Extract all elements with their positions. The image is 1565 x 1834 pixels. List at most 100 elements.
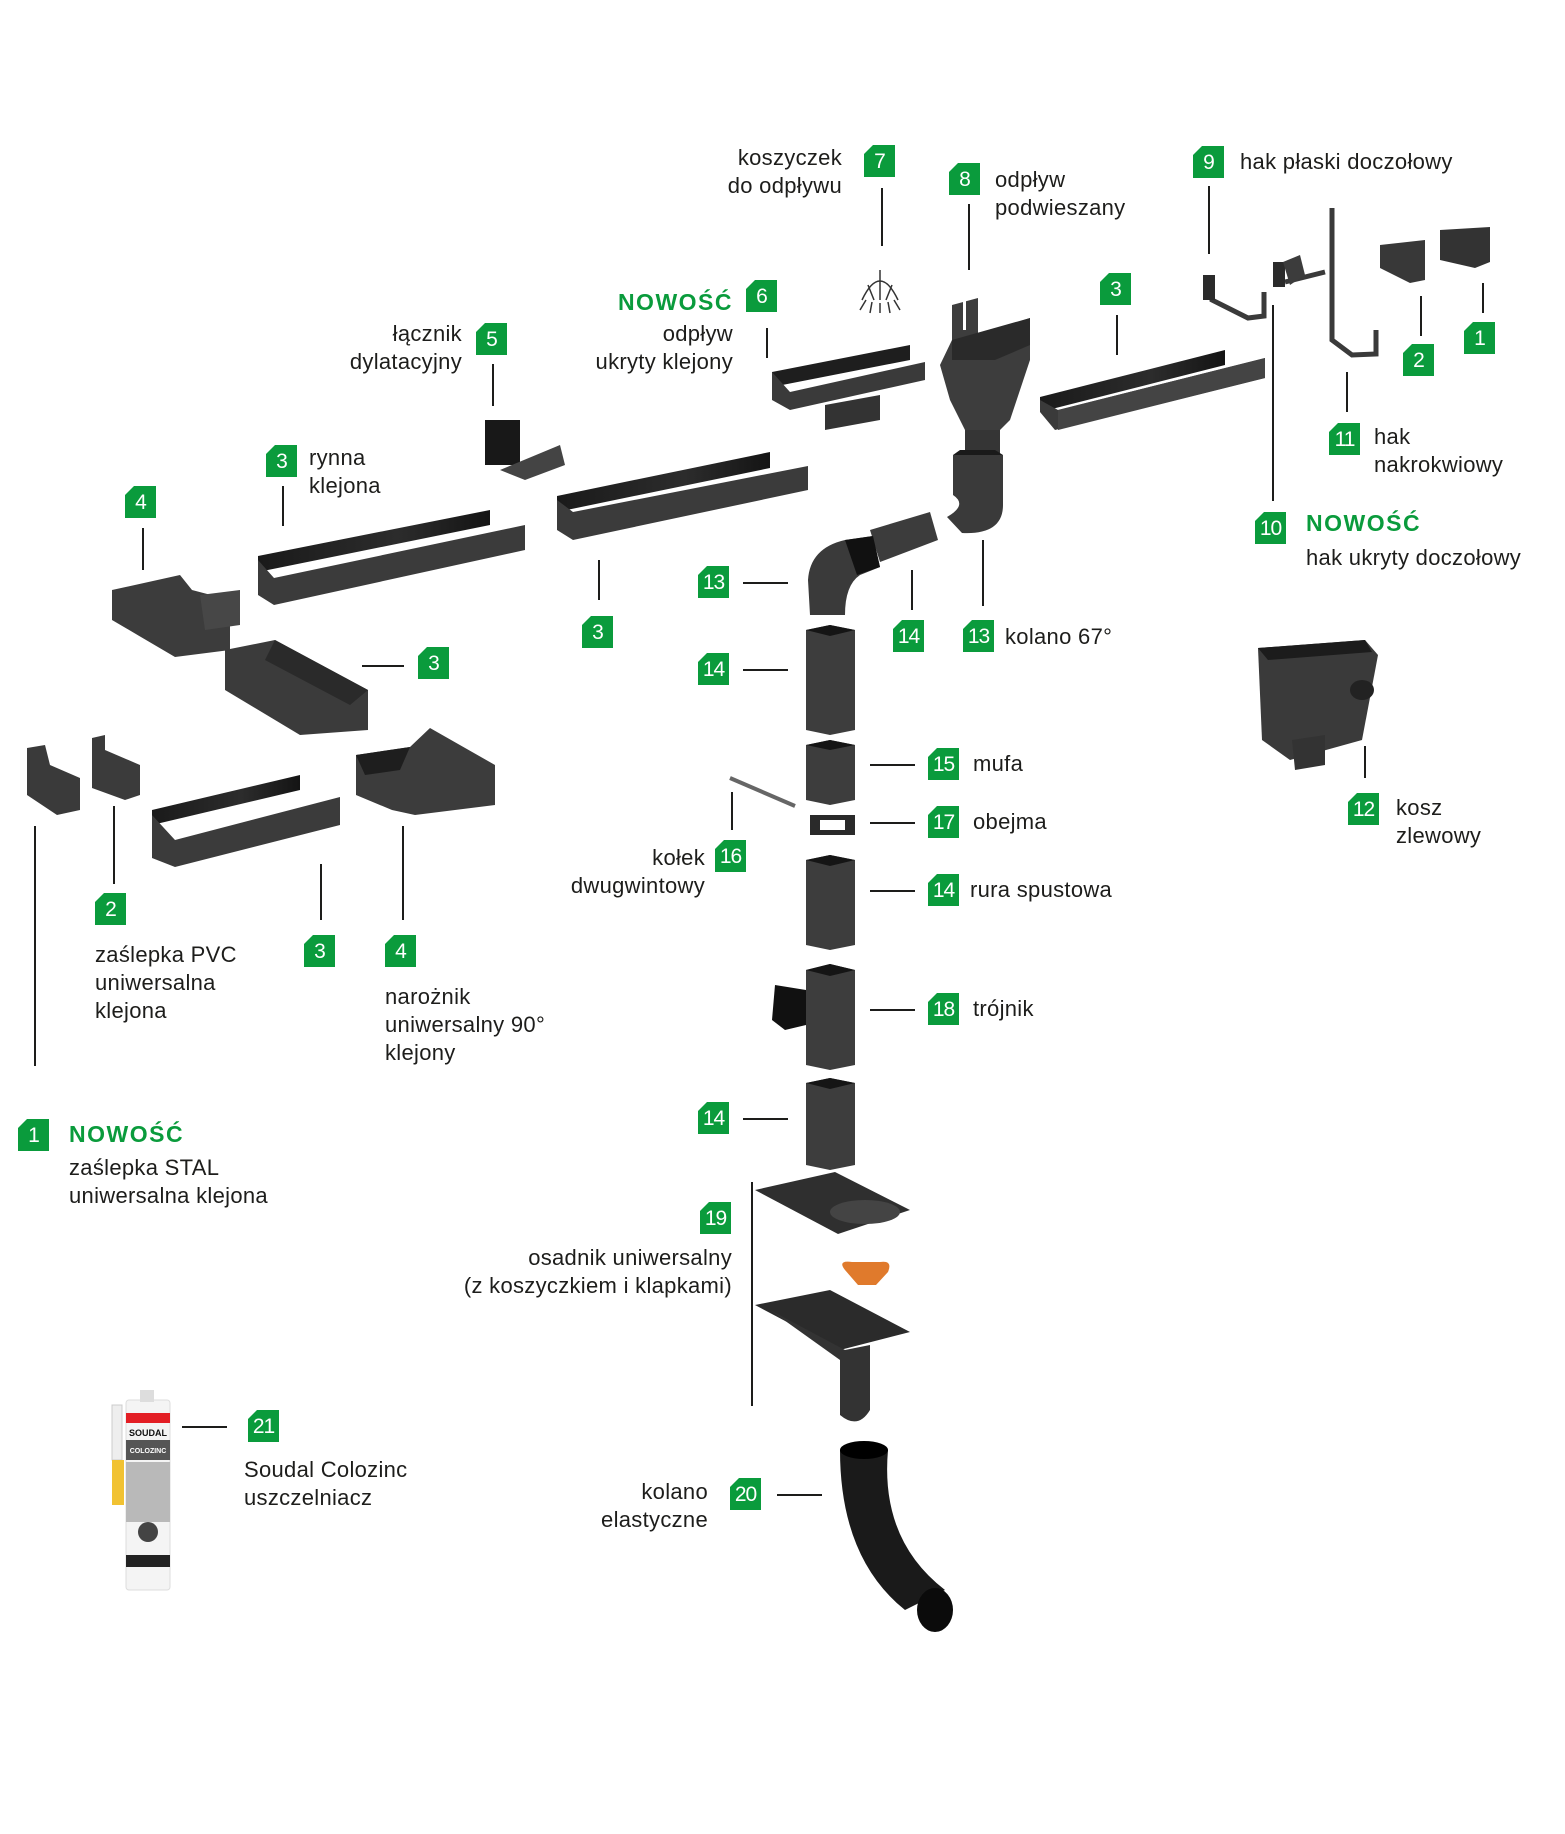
sealant-product: COLOZINC — [130, 1448, 167, 1455]
leader-11 — [1346, 372, 1348, 412]
end-caps-top — [1380, 227, 1490, 283]
hidden-outlet — [772, 345, 925, 430]
badge-14-middle: 14 — [928, 874, 959, 906]
hanging-outlet — [940, 298, 1030, 465]
end-caps-left — [27, 735, 140, 815]
leader-18 — [870, 1009, 915, 1011]
leader-1-top — [1482, 283, 1484, 313]
gutter-top-right — [1040, 350, 1265, 430]
badge-16: 16 — [715, 840, 746, 872]
badge-3-lower: 3 — [304, 935, 335, 967]
badge-20: 20 — [730, 1478, 761, 1510]
pipe-short-tilted — [870, 512, 938, 562]
new-tag-6: NOWOŚĆ — [617, 289, 733, 315]
coupling — [806, 740, 855, 805]
leader-3-center — [598, 560, 600, 600]
badge-19: 19 — [700, 1202, 731, 1234]
leader-10 — [1272, 305, 1274, 501]
badge-5: 5 — [476, 323, 507, 355]
badge-9: 9 — [1193, 146, 1224, 178]
leader-3-lower — [320, 864, 322, 920]
gutter-left-lower — [152, 775, 340, 867]
badge-17: 17 — [928, 806, 959, 838]
corner-right-lower — [356, 728, 495, 815]
label-15: mufa — [973, 751, 1024, 776]
leader-5 — [492, 364, 494, 406]
badge-11: 11 — [1329, 423, 1360, 455]
leader-20 — [777, 1494, 822, 1496]
badge-21: 21 — [248, 1410, 279, 1442]
leader-21 — [182, 1426, 227, 1428]
leader-13-left — [743, 582, 788, 584]
leader-16 — [731, 792, 733, 830]
badge-13-right: 13 — [963, 620, 994, 652]
clamp — [810, 815, 855, 835]
leader-13-right — [982, 540, 984, 606]
badge-10: 10 — [1255, 512, 1286, 544]
badge-7: 7 — [864, 145, 895, 177]
leader-2-left — [113, 806, 115, 884]
label-13: kolano 67° — [1005, 624, 1113, 649]
leader-2-top — [1420, 296, 1422, 336]
leader-9 — [1208, 186, 1210, 254]
label-9: hak płaski doczołowy — [1240, 149, 1453, 174]
leader-7 — [881, 188, 883, 246]
leader-12 — [1364, 746, 1366, 778]
gutter-left-upper — [258, 510, 525, 605]
badge-3-center: 3 — [582, 616, 613, 648]
gutter-diagonal — [225, 640, 368, 735]
leader-3-diagonal — [362, 665, 404, 667]
leader-3-top-right — [1116, 315, 1118, 355]
outlet-basket — [859, 270, 901, 314]
leader-1-left — [34, 826, 36, 1066]
downpipe-lower — [806, 1078, 855, 1170]
badge-1-left: 1 — [18, 1119, 49, 1151]
badge-6: 6 — [746, 280, 777, 312]
settling-tank — [755, 1172, 910, 1422]
rainwater-head — [1258, 640, 1378, 770]
badge-1-top: 1 — [1464, 322, 1495, 354]
leader-14-lower — [743, 1118, 788, 1120]
label-18: trójnik — [973, 996, 1034, 1021]
leader-14-middle — [870, 890, 915, 892]
tee — [772, 964, 855, 1070]
badge-4-upper: 4 — [125, 486, 156, 518]
label-19: osadnik uniwersalny(z koszyczkiem i klap… — [463, 1245, 732, 1298]
elbow-67-right — [947, 450, 1003, 534]
leader-4-lower — [402, 826, 404, 920]
badge-12: 12 — [1348, 793, 1379, 825]
badge-3-upper: 3 — [266, 445, 297, 477]
badge-14-lower: 14 — [698, 1102, 729, 1134]
leader-4-upper — [142, 528, 144, 570]
badge-2-top: 2 — [1403, 344, 1434, 376]
new-tag-1: NOWOŚĆ — [69, 1121, 185, 1147]
badge-15: 15 — [928, 748, 959, 780]
badge-3-top-right: 3 — [1100, 273, 1131, 305]
badge-4-lower: 4 — [385, 935, 416, 967]
leader-17 — [870, 822, 915, 824]
downpipe-middle — [806, 855, 855, 950]
elbow-67-left — [808, 536, 880, 615]
gutter-center — [557, 452, 808, 540]
leader-8 — [968, 204, 970, 270]
label-14: rura spustowa — [970, 877, 1113, 902]
screw — [729, 776, 796, 808]
label-17: obejma — [973, 809, 1047, 834]
new-tag-10: NOWOŚĆ — [1306, 510, 1422, 536]
badge-18: 18 — [928, 993, 959, 1025]
leader-6 — [766, 328, 768, 358]
sealant-brand: SOUDAL — [129, 1428, 168, 1438]
label-10: hak ukryty doczołowy — [1306, 545, 1522, 570]
